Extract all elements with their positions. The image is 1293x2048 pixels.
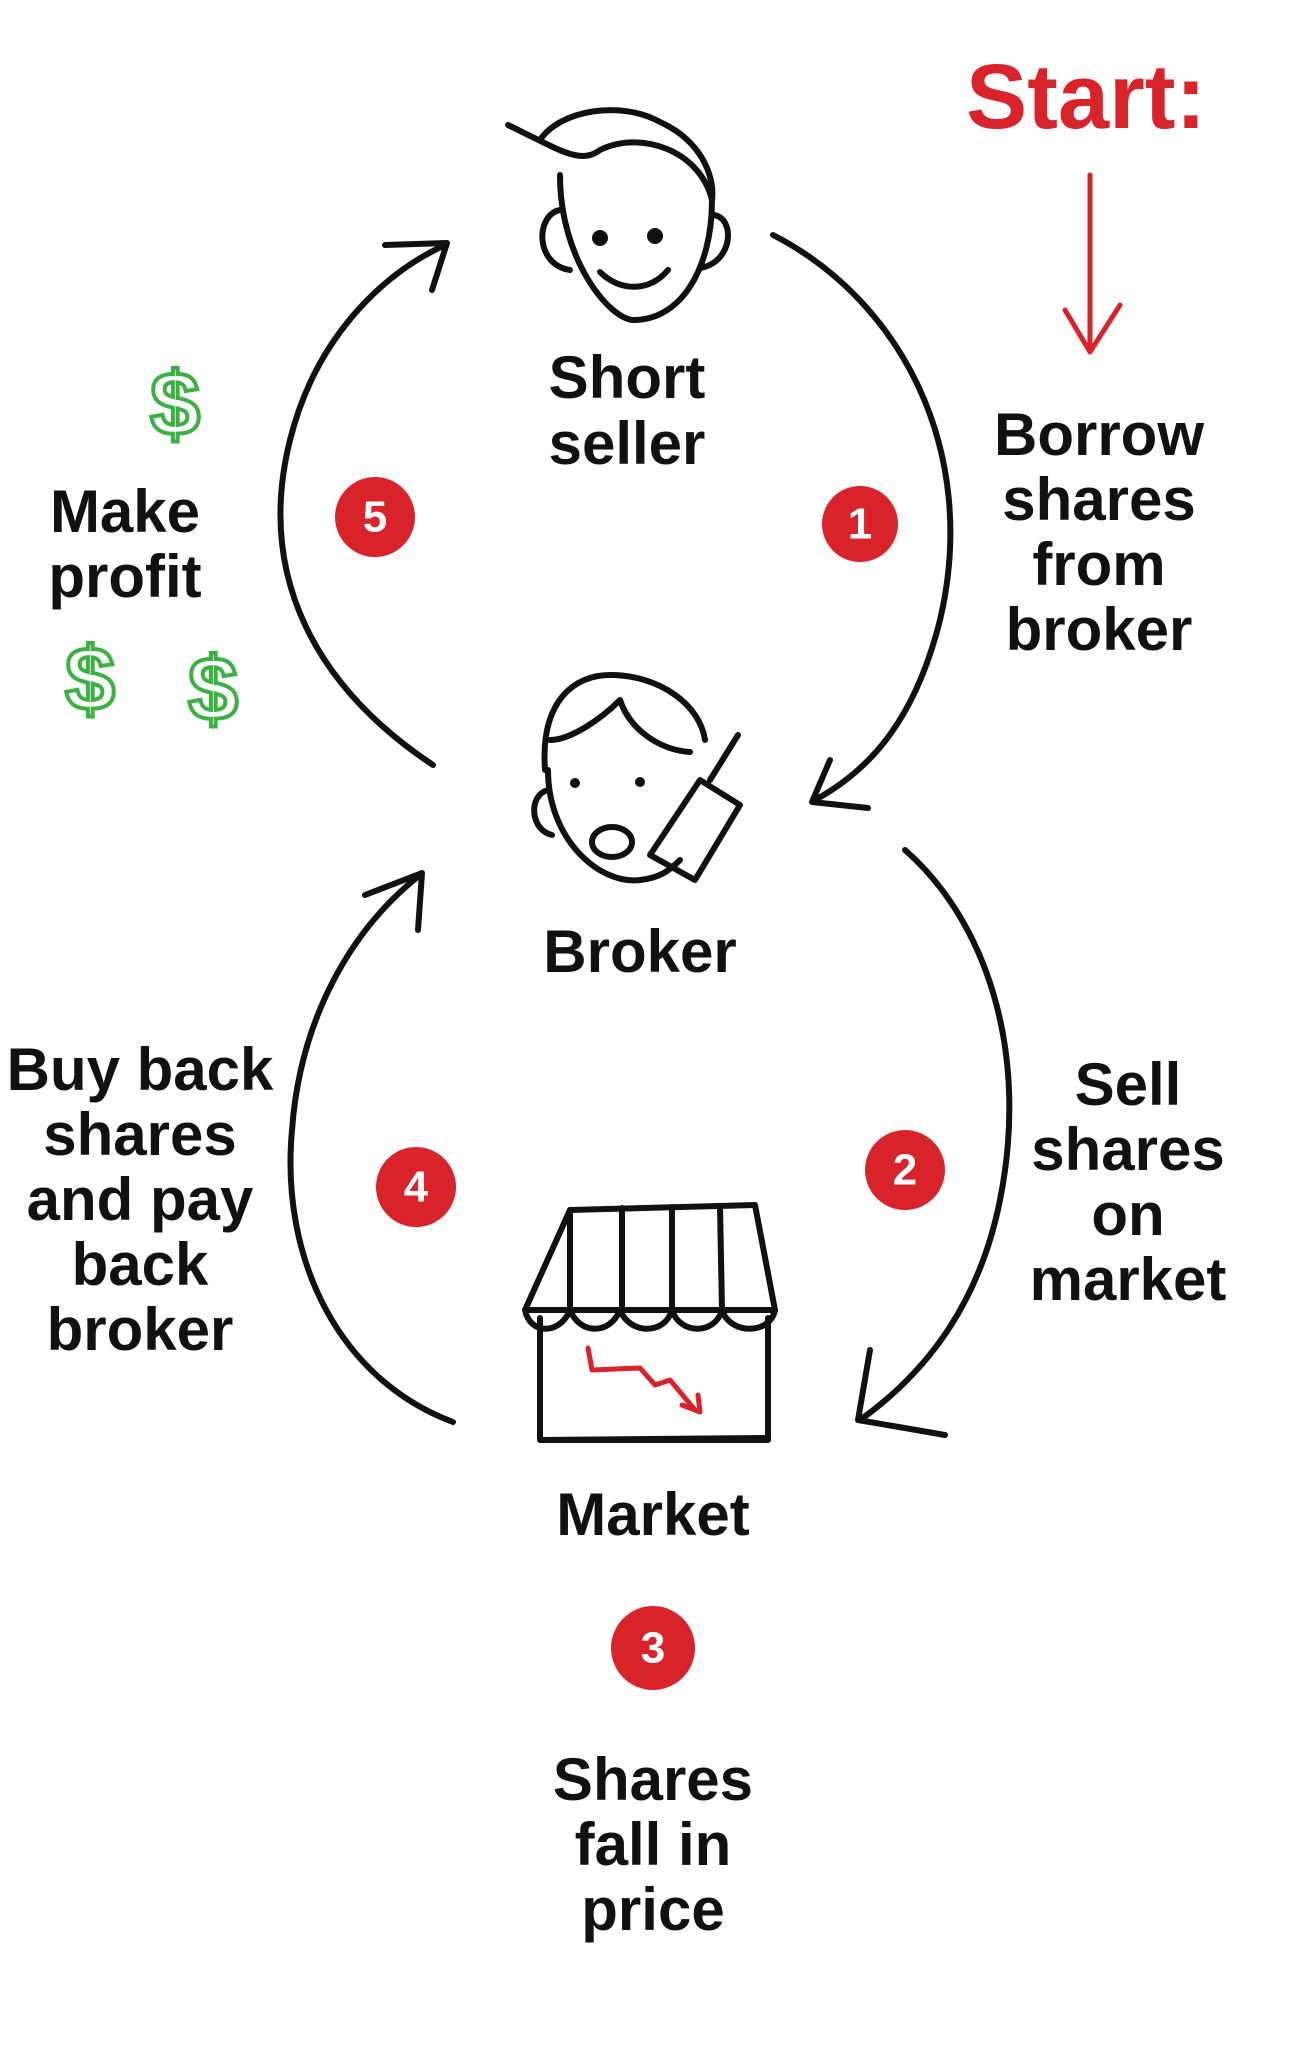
dollar-sign-icon: $ [150,355,200,455]
arrow-step-2 [855,847,1013,1438]
broker-label: Broker [543,918,736,985]
person-smiling-icon [505,107,731,323]
svg-text:and pay: and pay [27,1166,254,1233]
step-1-label: Borrow shares from broker [994,401,1204,663]
arrow-step-1 [770,232,954,811]
arrow-step-4 [287,870,456,1425]
svg-text:back: back [72,1231,209,1298]
storefront-falling-chart-icon [522,1202,778,1443]
step-badge-1: 1 [822,486,898,562]
svg-text:from: from [1032,531,1165,598]
svg-text:shares: shares [1031,1116,1224,1183]
svg-text:Sell: Sell [1075,1051,1182,1118]
step-4-label: Buy back shares and pay back broker [7,1036,274,1363]
step-badge-5: 5 [335,477,415,557]
svg-text:price: price [581,1876,724,1943]
market-label: Market [556,1481,749,1548]
step-badge-4: 4 [376,1147,456,1227]
svg-text:broker: broker [1006,596,1193,663]
svg-text:shares: shares [43,1101,236,1168]
step-badge-3: 3 [611,1606,695,1690]
person-on-phone-icon [531,672,743,884]
short-seller-label: Short seller [549,344,706,477]
step-badge-2: 2 [865,1130,945,1210]
start-arrow [1062,172,1123,355]
arrow-step-5 [277,240,450,768]
start-label: Start: [966,46,1206,148]
svg-text:1: 1 [848,500,872,549]
dollar-sign-icon: $ [188,640,238,740]
svg-text:Short: Short [549,344,706,411]
step-5-label: Make profit [48,478,201,610]
svg-text:2: 2 [893,1146,917,1195]
svg-text:fall in: fall in [575,1811,732,1878]
svg-text:5: 5 [363,493,387,542]
svg-text:broker: broker [47,1296,234,1363]
svg-text:Borrow: Borrow [994,401,1204,468]
dollar-sign-icon: $ [65,630,115,730]
svg-text:Shares: Shares [553,1746,753,1813]
svg-text:shares: shares [1002,466,1195,533]
step-2-label: Sell shares on market [1030,1051,1227,1313]
svg-text:seller: seller [549,410,706,477]
svg-text:Make: Make [50,478,200,545]
svg-text:market: market [1030,1246,1227,1313]
svg-text:4: 4 [404,1163,429,1212]
step-3-label: Shares fall in price [553,1746,753,1943]
svg-text:Buy back: Buy back [7,1036,274,1103]
svg-text:3: 3 [641,1624,665,1673]
svg-text:on: on [1091,1181,1164,1248]
svg-text:profit: profit [48,543,201,610]
